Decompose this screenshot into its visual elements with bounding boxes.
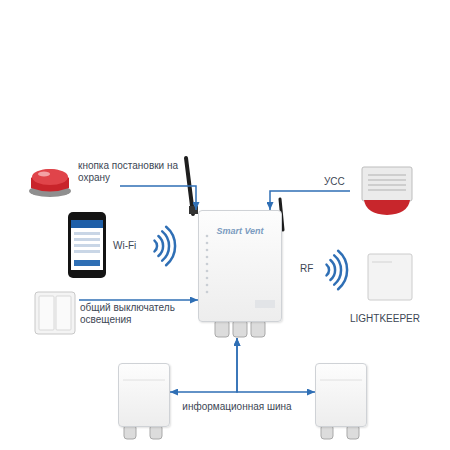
wave — [162, 231, 169, 260]
phone-row — [74, 238, 100, 241]
switch-plate — [35, 292, 75, 334]
slat — [368, 189, 406, 191]
connector-arrow — [170, 338, 237, 392]
slat — [368, 184, 406, 186]
siren-body — [362, 167, 412, 201]
antenna — [186, 158, 193, 214]
cable-gland — [321, 425, 333, 439]
device-plate — [255, 300, 275, 308]
slat — [368, 174, 406, 176]
phone-row — [74, 250, 100, 253]
node-text: общий выключатель освещения — [80, 302, 202, 326]
wave — [155, 241, 158, 252]
cable-gland — [251, 320, 265, 337]
lightkeeper-node: LIGHTKEEPER — [350, 250, 420, 326]
wave — [338, 251, 347, 289]
led — [206, 235, 209, 238]
link-label: Wi-Fi — [113, 240, 136, 252]
lightkeeper-device — [368, 254, 412, 300]
node-text: LIGHTKEEPER — [340, 313, 430, 325]
wave — [158, 236, 163, 256]
wave — [334, 255, 341, 284]
connector-arrow — [237, 338, 315, 392]
module-detail — [320, 380, 362, 381]
cable-gland — [124, 425, 136, 439]
wave — [330, 260, 335, 280]
button-highlight — [38, 172, 50, 177]
phone-row — [74, 244, 100, 247]
siren-lamp — [364, 200, 410, 215]
phone-body — [68, 212, 106, 278]
controller-box: Smart Vent — [198, 210, 282, 322]
led — [206, 249, 209, 252]
node-text: кнопка постановки на охрану — [78, 160, 186, 184]
wave — [166, 227, 175, 265]
device-detail — [372, 262, 392, 263]
slat — [368, 179, 406, 181]
node-text: УСС — [324, 176, 364, 188]
wifi-waves — [155, 227, 176, 265]
button-cap — [31, 169, 69, 192]
link-label: RF — [300, 263, 313, 275]
cable-gland — [150, 425, 162, 439]
phone-row — [74, 232, 100, 235]
phone-screen — [71, 220, 103, 270]
connector-arrow — [270, 191, 350, 210]
bus-module — [315, 363, 367, 427]
arming-button: кнопка постановки на охрану — [28, 164, 74, 198]
led — [206, 256, 209, 259]
rf-waves — [327, 251, 348, 289]
connector-label: информационная шина — [182, 401, 291, 413]
phone-button — [74, 260, 100, 266]
cable-gland — [233, 320, 247, 337]
led-column — [206, 235, 209, 294]
cable-gland — [215, 320, 229, 337]
led — [206, 284, 209, 287]
led — [206, 277, 209, 280]
antenna-base — [189, 206, 198, 214]
switch-key — [56, 296, 71, 330]
siren-slats — [368, 175, 406, 190]
led — [206, 270, 209, 273]
bus-module — [118, 363, 170, 427]
phone-header — [71, 220, 103, 228]
connector-arrow — [79, 299, 198, 301]
led — [206, 242, 209, 245]
siren-node: УСС — [322, 164, 414, 218]
node-text: Smart Vent — [199, 225, 281, 237]
cable-gland — [347, 425, 359, 439]
switch-key — [39, 296, 54, 330]
led — [206, 263, 209, 266]
light-switch: общий выключатель освещения — [33, 290, 79, 336]
button-top — [32, 169, 68, 185]
connector-arrow — [120, 186, 196, 210]
wave — [327, 265, 330, 276]
led — [206, 291, 209, 294]
module-detail — [123, 380, 165, 381]
